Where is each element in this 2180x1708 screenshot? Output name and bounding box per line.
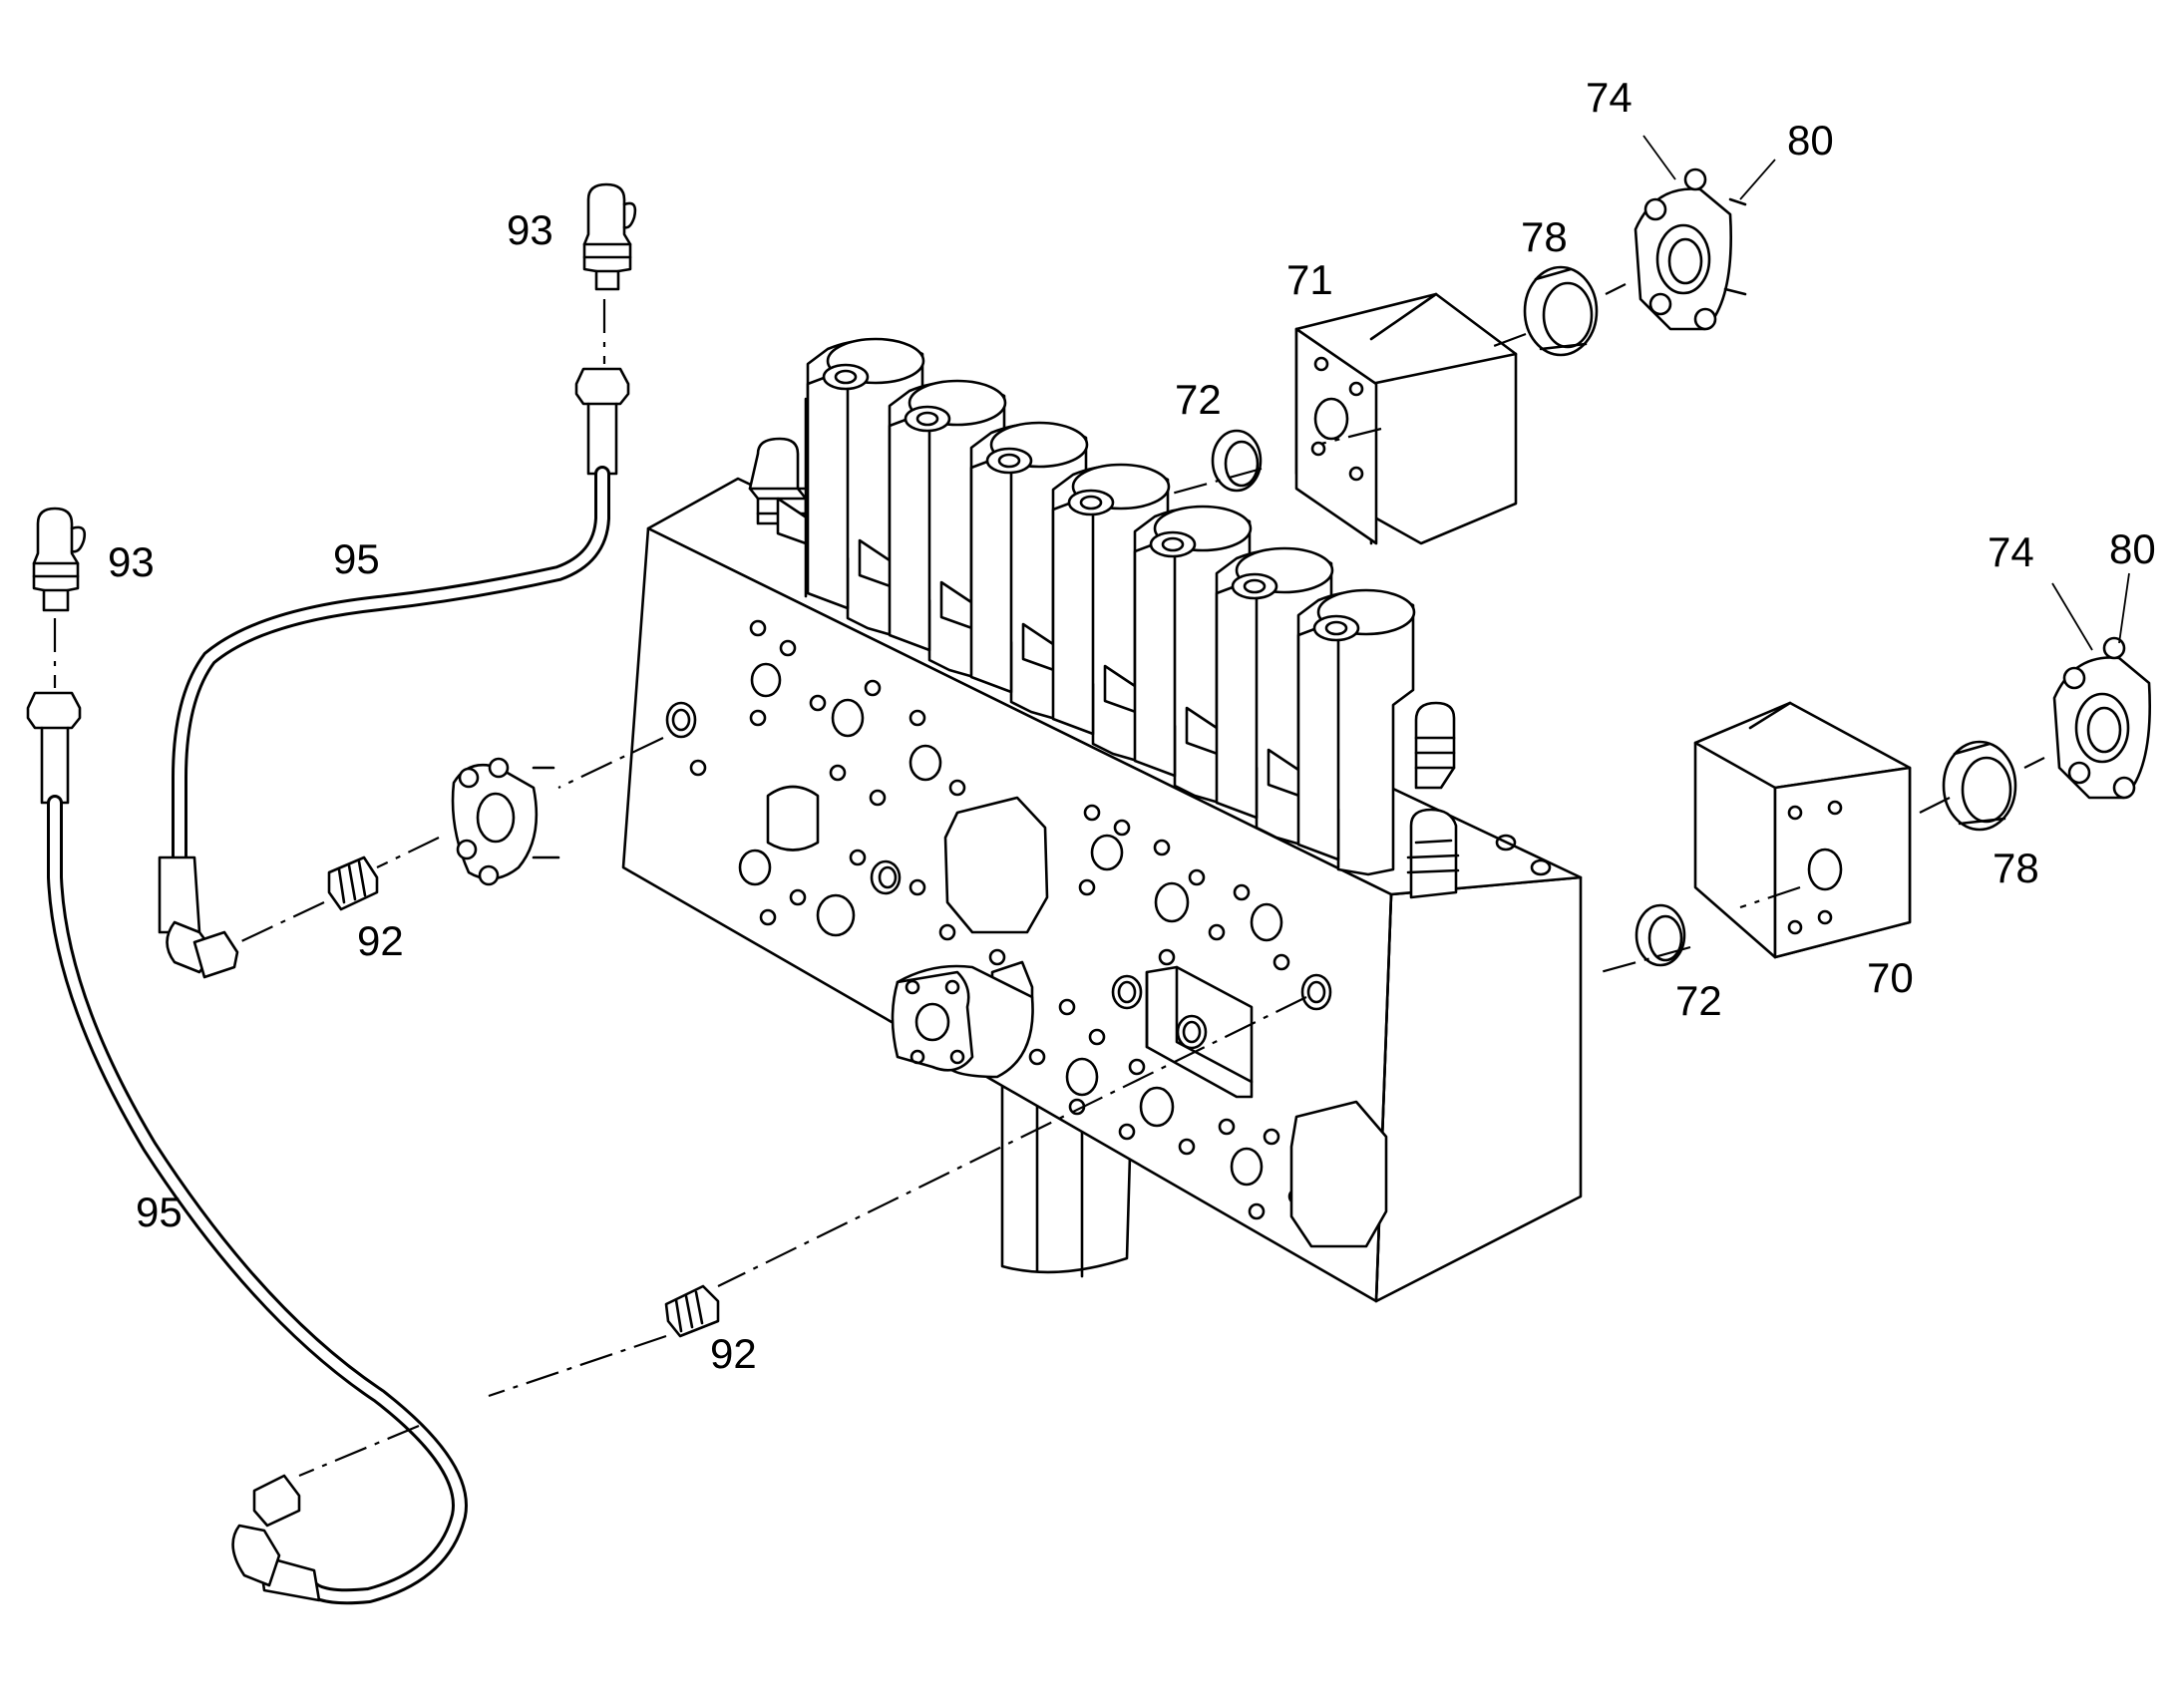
o-ring-72-upper [1211,429,1263,493]
label-80-lower: 80 [2109,525,2156,572]
label-78-upper: 78 [1521,213,1568,260]
label-95-bottom: 95 [136,1189,182,1235]
label-95-top: 95 [333,535,380,582]
label-92-lower: 92 [710,1330,757,1377]
ring-78-upper [1523,265,1599,357]
adapter-block-71 [1294,292,1518,545]
flange-74-80-upper [1634,168,1747,331]
callout-labels: 93 93 95 95 92 92 71 72 72 78 78 74 74 8… [108,74,2156,1377]
hose-95-top [158,367,630,979]
valve-plugs [766,785,1388,1248]
ring-78-lower [1942,740,2017,832]
label-93-left: 93 [108,538,155,585]
adapter-block-70 [1693,701,1912,959]
assembly-centerlines [53,283,2045,1478]
left-flange [451,757,560,886]
sensor-93-left [32,507,87,612]
label-78-lower: 78 [1993,845,2039,891]
label-72-lower: 72 [1675,977,1722,1024]
label-74-lower: 74 [1988,528,2034,575]
fitting-92-lower [664,1284,720,1338]
label-92-upper: 92 [357,917,404,964]
callout-leaders [1642,135,2130,651]
label-71: 71 [1286,256,1333,303]
label-74-upper: 74 [1586,74,1633,121]
solenoid-stack [776,337,1416,876]
label-93-top: 93 [507,206,553,253]
fitting-92-upper [327,855,379,911]
label-80-upper: 80 [1787,117,1834,164]
label-72-upper: 72 [1175,376,1222,423]
label-70: 70 [1867,954,1914,1001]
o-ring-72-lower [1635,903,1686,967]
flange-74-80-lower [2052,636,2151,800]
hose-95-bottom [26,691,468,1605]
sensor-93-top [582,182,637,291]
